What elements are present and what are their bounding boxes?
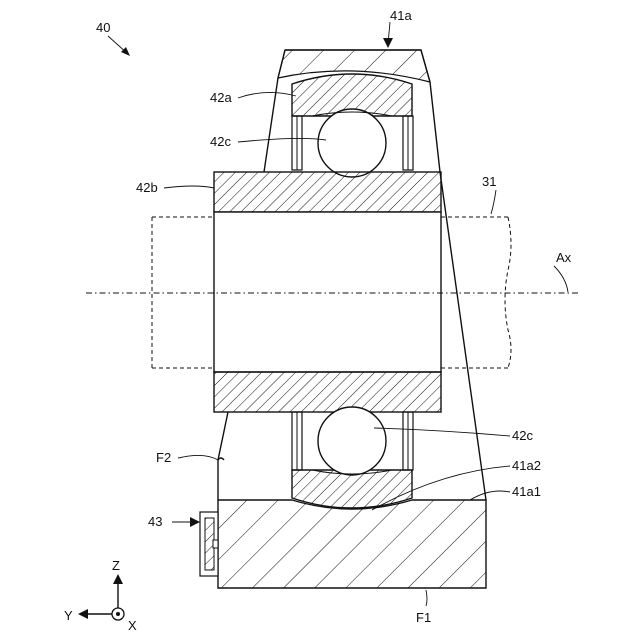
label-ax: Ax <box>556 250 572 265</box>
inner-ring-top-band <box>214 172 441 212</box>
axis-x-label: X <box>128 618 137 633</box>
sensor-43 <box>200 512 218 576</box>
inner-ring-body <box>214 212 441 372</box>
ball-lower <box>318 407 386 475</box>
housing-left-lower-edge <box>218 412 228 500</box>
label-f2: F2 <box>156 450 171 465</box>
label-41a2: 41a2 <box>512 458 541 473</box>
label-42c-bottom: 42c <box>512 428 533 443</box>
label-41a: 41a <box>390 8 412 23</box>
label-42a: 42a <box>210 90 232 105</box>
label-f1: F1 <box>416 610 431 625</box>
label-42b: 42b <box>136 180 158 195</box>
inner-ring-bottom-band <box>214 372 441 412</box>
axis-z-label: Z <box>112 558 120 573</box>
coordinate-axes: Z Y X <box>64 558 137 633</box>
label-40: 40 <box>96 20 110 35</box>
label-31: 31 <box>482 174 496 189</box>
housing-right-edge <box>440 172 486 500</box>
axis-y-label: Y <box>64 608 73 623</box>
label-43: 43 <box>148 514 162 529</box>
label-41a1: 41a1 <box>512 484 541 499</box>
ball-upper <box>318 109 386 177</box>
label-42c-top: 42c <box>210 134 231 149</box>
housing-base <box>218 500 486 588</box>
